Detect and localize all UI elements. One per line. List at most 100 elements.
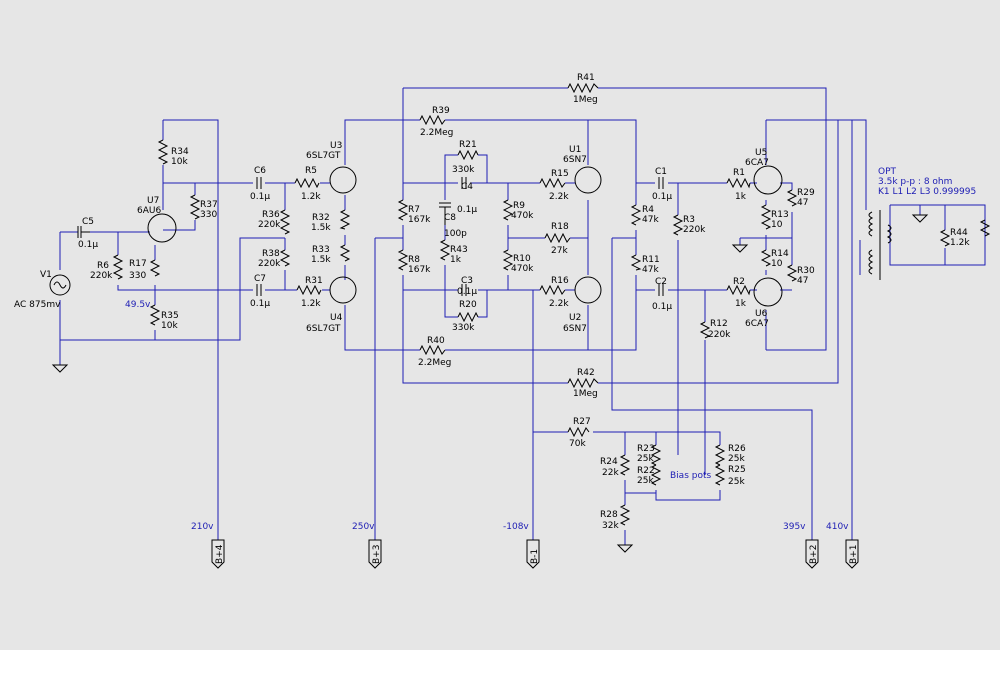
r8-val: 167k bbox=[408, 265, 431, 275]
c2-val: 0.1µ bbox=[652, 302, 672, 312]
u1-ref: U1 bbox=[569, 145, 581, 155]
r44-val: 1.2k bbox=[950, 238, 970, 248]
c4-ref: C4 bbox=[461, 182, 473, 192]
r7-val: 167k bbox=[408, 215, 431, 225]
schematic-svg: R34 10k R37 330 R6 220k R17 330 R35 10k … bbox=[14, 73, 991, 569]
c1-val: 0.1µ bbox=[652, 192, 672, 202]
c5-val: 0.1µ bbox=[78, 240, 98, 250]
c6-ref: C6 bbox=[254, 166, 266, 176]
bottom-strip bbox=[0, 650, 1000, 700]
r41-ref: R41 bbox=[577, 73, 595, 83]
r15-val: 2.2k bbox=[549, 192, 569, 202]
wires bbox=[59, 87, 986, 545]
u6-ref: U6 bbox=[755, 309, 768, 319]
r32-val: 1.5k bbox=[311, 223, 331, 233]
r43-val: 1k bbox=[450, 255, 462, 265]
c5-ref: C5 bbox=[82, 217, 94, 227]
r35-ref: R35 bbox=[161, 311, 179, 321]
r21-val: 330k bbox=[452, 165, 475, 175]
r33-val: 1.5k bbox=[311, 255, 331, 265]
r7-ref: R7 bbox=[408, 205, 420, 215]
schematic-canvas: R34 10k R37 330 R6 220k R17 330 R35 10k … bbox=[14, 73, 991, 569]
supply-flags bbox=[211, 539, 859, 569]
u6-type: 6CA7 bbox=[745, 319, 769, 329]
r3-ref: R3 bbox=[683, 215, 695, 225]
supply-b1neg-label: B-1 bbox=[530, 549, 540, 564]
c2-ref: C2 bbox=[655, 277, 667, 287]
r16-val: 2.2k bbox=[549, 299, 569, 309]
r15-ref: R15 bbox=[551, 169, 569, 179]
r36-val: 220k bbox=[258, 220, 281, 230]
r41-val: 1Meg bbox=[573, 95, 598, 105]
r40-val: 2.2Meg bbox=[418, 358, 451, 368]
supply-b2-volts: 395v bbox=[783, 522, 806, 532]
c6-val: 0.1µ bbox=[250, 192, 270, 202]
supply-b4-label: B+4 bbox=[215, 544, 225, 564]
r38-val: 220k bbox=[258, 259, 281, 269]
tube-symbols bbox=[147, 165, 783, 307]
r12-ref: R12 bbox=[710, 319, 728, 329]
r4-ref: R4 bbox=[642, 205, 654, 215]
c4-val: 0.1µ bbox=[457, 205, 477, 215]
r42-val: 1Meg bbox=[573, 389, 598, 399]
v1-val: AC 875mv bbox=[14, 300, 61, 310]
supply-b3-volts: 250v bbox=[352, 522, 375, 532]
r30-val: 47 bbox=[797, 276, 808, 286]
r25-ref: R25 bbox=[728, 465, 746, 475]
r29-ref: R29 bbox=[797, 188, 815, 198]
r10-ref: R10 bbox=[513, 254, 531, 264]
r17-ref: R17 bbox=[129, 259, 147, 269]
r37-ref: R37 bbox=[200, 200, 218, 210]
c8-val: 100p bbox=[444, 229, 467, 239]
r6-val: 220k bbox=[90, 271, 113, 281]
resistor-symbols bbox=[112, 82, 991, 526]
r27-val: 70k bbox=[569, 439, 586, 449]
r29-val: 47 bbox=[797, 198, 808, 208]
opt-spec: 3.5k p-p : 8 ohm bbox=[878, 177, 952, 187]
c7-val: 0.1µ bbox=[250, 299, 270, 309]
u5-type: 6CA7 bbox=[745, 158, 769, 168]
r27-ref: R27 bbox=[573, 417, 591, 427]
r34-ref: R34 bbox=[171, 147, 189, 157]
r4-val: 47k bbox=[642, 215, 659, 225]
r43-ref: R43 bbox=[450, 245, 468, 255]
supply-b3-label: B+3 bbox=[372, 545, 382, 564]
u1-type: 6SN7 bbox=[563, 155, 587, 165]
r1-ref: R1 bbox=[733, 168, 745, 178]
r20-val: 330k bbox=[452, 323, 475, 333]
r21-ref: R21 bbox=[459, 140, 477, 150]
r33-ref: R33 bbox=[312, 245, 330, 255]
r26-ref: R26 bbox=[728, 444, 746, 454]
supply-b1neg-volts: -108v bbox=[503, 522, 529, 532]
r5-ref: R5 bbox=[305, 166, 317, 176]
r24-val: 22k bbox=[602, 468, 619, 478]
r38-ref: R38 bbox=[262, 249, 280, 259]
labels: R34 10k R37 330 R6 220k R17 330 R35 10k … bbox=[14, 73, 976, 564]
r1-val: 1k bbox=[735, 192, 747, 202]
r36-ref: R36 bbox=[262, 210, 280, 220]
supply-b1-label: B+1 bbox=[849, 545, 859, 564]
r37-val: 330 bbox=[200, 210, 217, 220]
supply-b4-volts: 210v bbox=[191, 522, 214, 532]
r28-ref: R28 bbox=[600, 510, 618, 520]
r18-val: 27k bbox=[551, 246, 568, 256]
r9-val: 470k bbox=[511, 211, 534, 221]
r11-val: 47k bbox=[642, 265, 659, 275]
r42-ref: R42 bbox=[577, 368, 595, 378]
r31-val: 1.2k bbox=[301, 299, 321, 309]
u2-type: 6SN7 bbox=[563, 324, 587, 334]
r34-val: 10k bbox=[171, 157, 188, 167]
r11-ref: R11 bbox=[642, 255, 660, 265]
u7-type: 6AU6 bbox=[137, 206, 161, 216]
r30-ref: R30 bbox=[797, 266, 815, 276]
r18-ref: R18 bbox=[551, 222, 569, 232]
u2-ref: U2 bbox=[569, 313, 581, 323]
r23-ref: R23 bbox=[637, 444, 655, 454]
u3-ref: U3 bbox=[330, 141, 342, 151]
opt-name: OPT bbox=[878, 167, 897, 177]
r8-ref: R8 bbox=[408, 255, 420, 265]
c8-ref: C8 bbox=[444, 213, 456, 223]
r2-ref: R2 bbox=[733, 277, 745, 287]
capacitor-symbols bbox=[77, 177, 664, 296]
r28-val: 32k bbox=[602, 521, 619, 531]
